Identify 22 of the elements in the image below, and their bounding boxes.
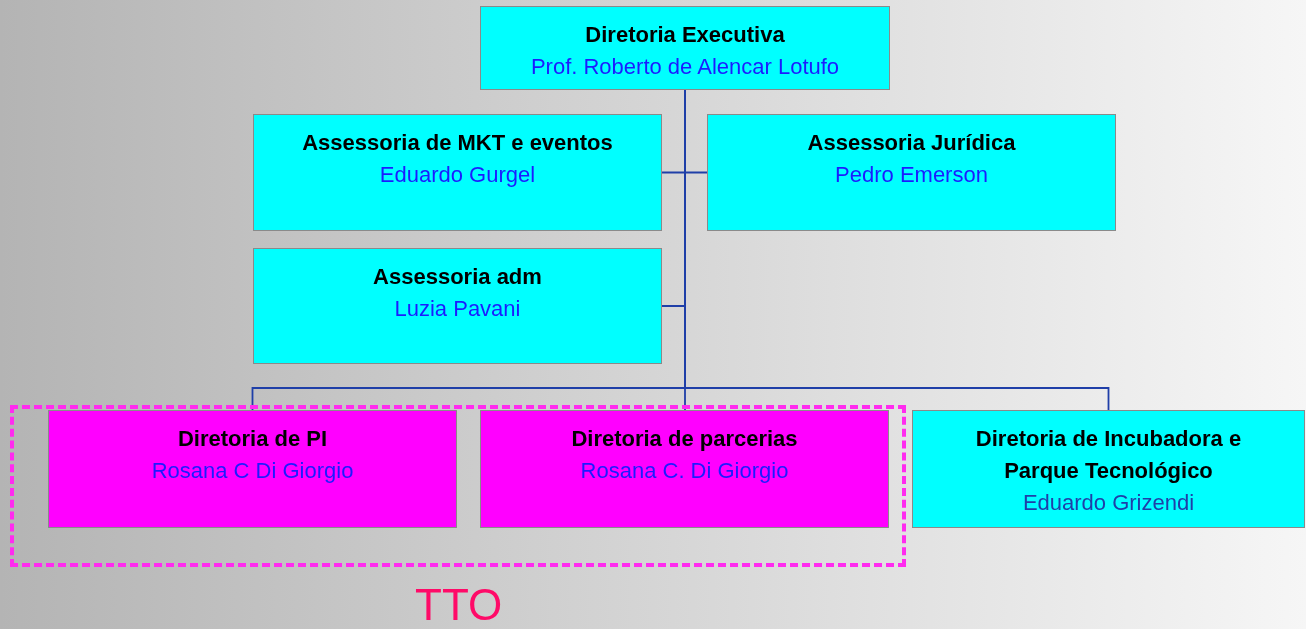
person-name: Eduardo Grizendi (1021, 489, 1196, 517)
unit-title: Diretoria de parcerias (570, 425, 799, 453)
org-unit-box (707, 114, 1116, 231)
person-name: Pedro Emerson (834, 161, 989, 189)
person-name: Rosana C. Di Giorgio (579, 457, 790, 485)
unit-title: Diretoria Executiva (584, 21, 786, 49)
unit-title: Diretoria de PI (176, 425, 329, 453)
org-unit-box (253, 114, 662, 231)
person-name: Eduardo Gurgel (378, 161, 537, 189)
org-unit-box (253, 248, 662, 364)
unit-title: Assessoria Jurídica (806, 129, 1017, 157)
person-name: Prof. Roberto de Alencar Lotufo (529, 53, 841, 81)
org-unit-box (48, 410, 457, 528)
unit-title: Assessoria de MKT e eventos (301, 129, 614, 157)
org-unit-box (480, 6, 890, 90)
person-name: Luzia Pavani (393, 295, 522, 323)
person-name: Rosana C Di Giorgio (150, 457, 355, 485)
org-unit-box (480, 410, 889, 528)
unit-title: Diretoria de Incubadora e Parque Tecnológico (974, 425, 1243, 485)
org-unit-box (912, 410, 1305, 528)
unit-title: Assessoria adm (372, 263, 543, 291)
group-label: TTO (415, 581, 503, 629)
